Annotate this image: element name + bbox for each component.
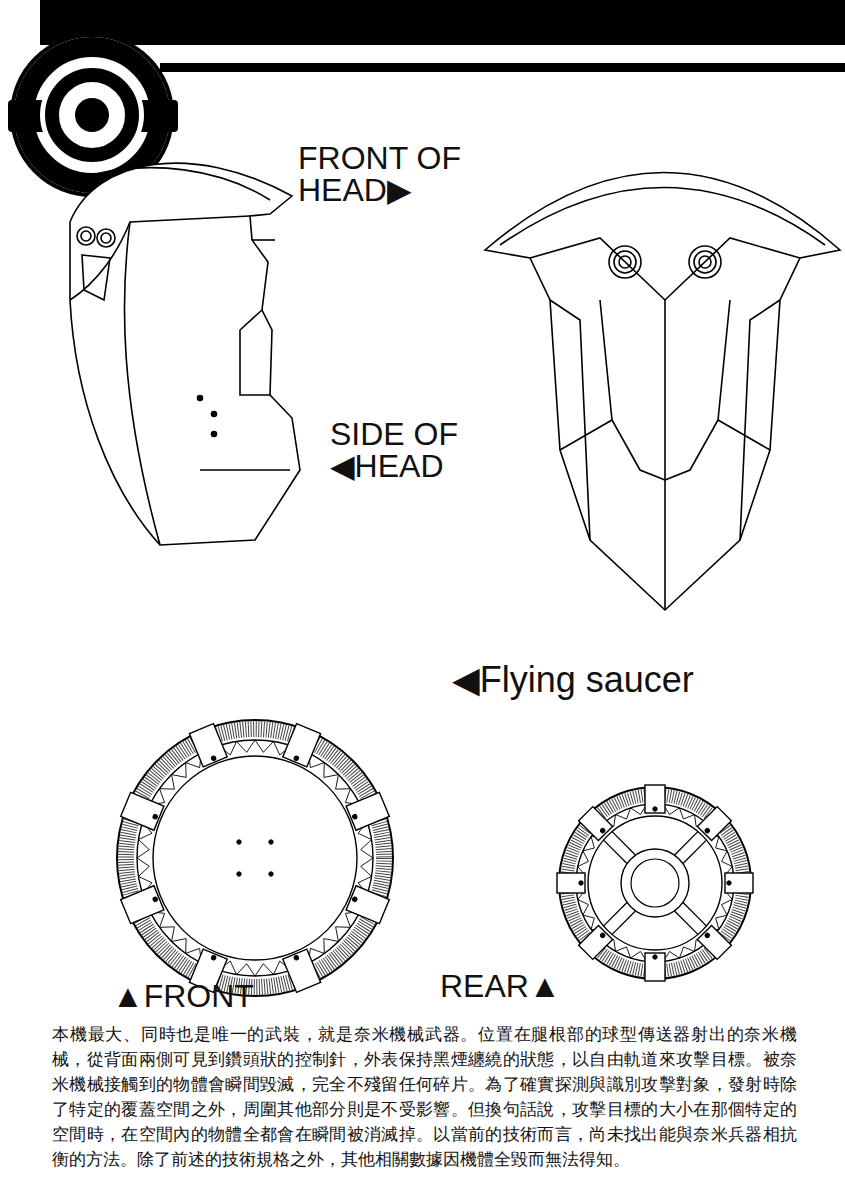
saucer-clamp [346,792,389,830]
saucer-rim [117,720,393,996]
view-label: SIDE OF ◀HEAD [330,418,480,482]
saucer-clamp [645,953,665,981]
saucer-dot [269,872,273,876]
saucer-hatching [126,729,384,987]
saucer-clamp [645,785,665,813]
saucer-clamp [346,886,389,924]
saucer-track [153,756,357,960]
saucer-clamp [725,873,753,893]
saucer-spoke [612,831,635,854]
saucer-clamp [189,724,227,767]
saucer [557,785,753,981]
header-bar [40,0,845,45]
saucer-track [576,804,734,962]
saucer-clamp [283,949,321,992]
saucer-track [137,740,373,976]
saucer-clamp [121,792,164,830]
saucer-hub [631,859,679,907]
saucer-dot [269,840,273,844]
header-line [160,63,845,72]
saucer-clamp [697,807,731,841]
saucer-clamp [557,873,585,893]
description-note: 本機最大、同時也是唯一的武裝，就是奈米機械武器。位置在腿根部的球型傳送器射出的奈… [52,1022,797,1172]
saucer-clamp [579,807,613,841]
saucer-hub [621,849,689,917]
saucer-rim [559,787,751,979]
saucer-dot [237,872,241,876]
flying-saucer-drawings [117,720,753,996]
saucer-clamp [121,886,164,924]
saucer-spoke [683,840,706,863]
view-label: ◀Flying saucer [452,662,792,698]
saucer-spoke [675,911,698,934]
front-head-drawing [485,173,840,611]
saucer-clamp [579,925,613,959]
side-head-drawing [70,163,300,545]
saucer-dot [237,840,241,844]
view-label: FRONT OF HEAD▶ [298,142,478,206]
saucer-zigzag [137,740,373,976]
saucer-track [588,816,722,950]
saucer-clamp [697,925,731,959]
view-label: ▲FRONT [112,980,312,1012]
saucer-hatching [567,795,743,971]
saucer-clamp [283,724,321,767]
saucer [117,720,393,996]
view-label: REAR▲ [440,970,610,1002]
saucer-zigzag [576,804,734,961]
saucer-spoke [603,903,626,926]
